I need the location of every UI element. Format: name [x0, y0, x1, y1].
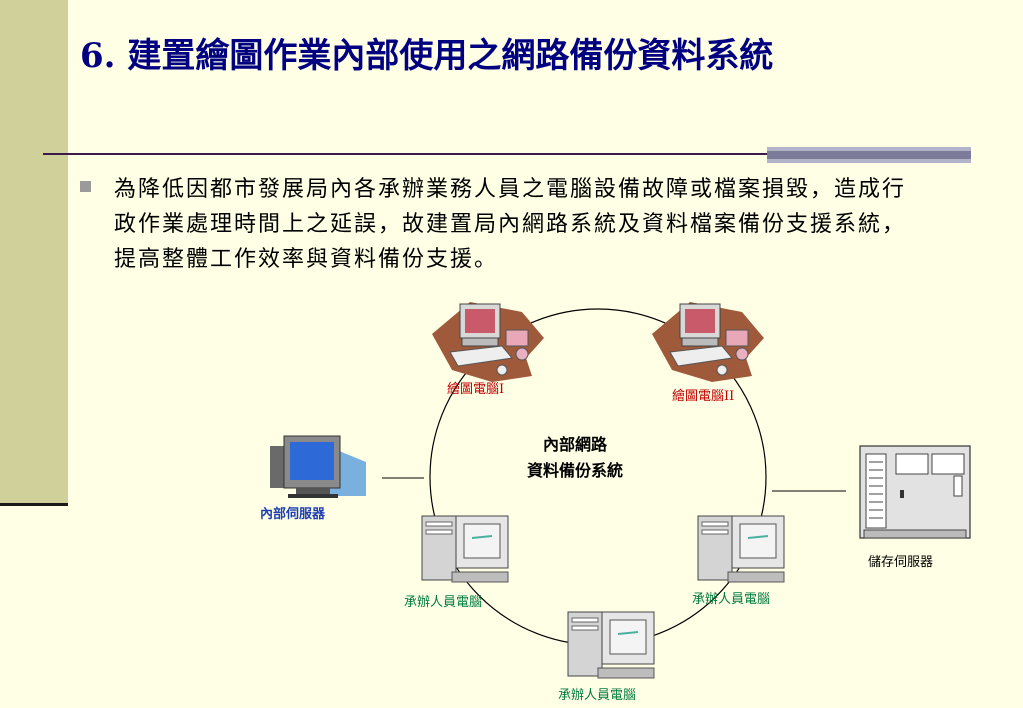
label-staff-computer-3: 承辦人員電腦 — [558, 688, 637, 703]
center-label-line1: 內部網路 — [542, 435, 607, 454]
label-drawing-computer-1: 繪圖電腦I — [447, 382, 505, 397]
label-staff-computer-2: 承辦人員電腦 — [692, 592, 771, 607]
label-storage-server: 儲存伺服器 — [868, 555, 934, 570]
label-internal-server: 內部伺服器 — [260, 507, 326, 522]
bullet-text: 為降低因都市發展局內各承辦業務人員之電腦設備故障或檔案損毀，造成行政作業處理時間… — [114, 177, 907, 272]
staff-computer-3-icon — [567, 611, 655, 679]
drawing-computer-1-icon — [432, 302, 544, 382]
left-decor-band — [0, 0, 68, 505]
title-divider — [43, 153, 771, 155]
title-divider-accent — [767, 147, 971, 163]
slide-title: 6. 建置繪圖作業內部使用之網路備份資料系統 — [80, 36, 774, 76]
label-staff-computer-1: 承辦人員電腦 — [404, 595, 483, 610]
staff-computer-2-icon — [697, 515, 785, 583]
bullet-square-icon — [80, 181, 91, 192]
left-decor-band-edge — [0, 503, 68, 506]
center-label-line2: 資料備份系統 — [526, 461, 623, 480]
internal-server-icon — [270, 435, 366, 498]
staff-computer-1-icon — [421, 515, 509, 583]
storage-server-icon — [859, 445, 971, 539]
drawing-computer-2-icon — [652, 302, 764, 382]
center-label: 內部網路 資料備份系統 — [520, 432, 630, 484]
label-drawing-computer-2: 繪圖電腦II — [672, 389, 735, 404]
